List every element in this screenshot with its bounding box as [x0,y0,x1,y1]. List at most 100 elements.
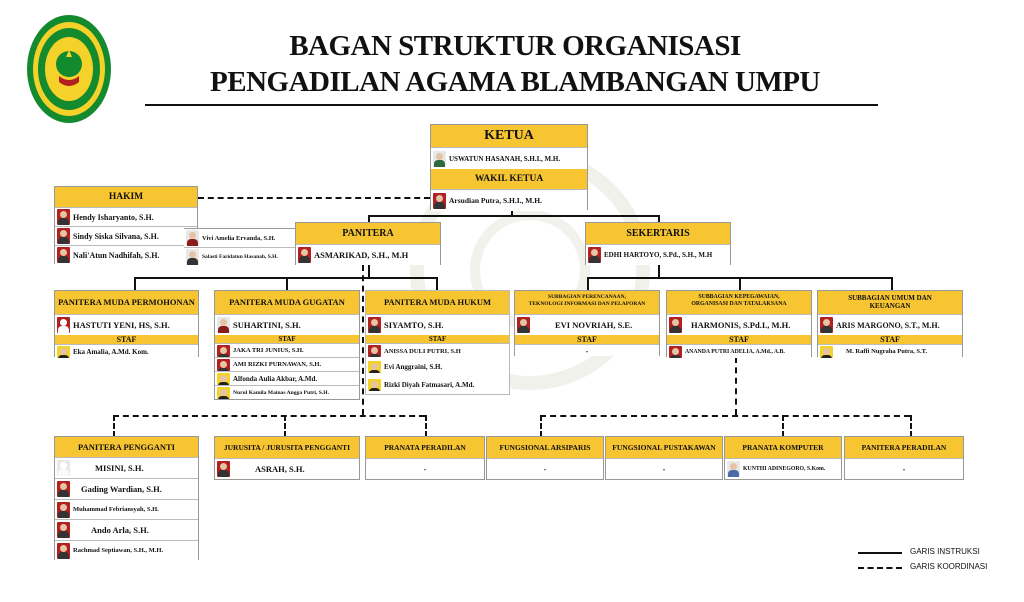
photo-pp-1 [57,460,70,476]
photo-pm-hukum [368,317,381,333]
pm-gugatan-title: PANITERA MUDA GUGATAN [215,291,359,314]
panitera-peradilan-title: PANITERA PERADILAN [845,437,963,458]
line-to-komputer [782,415,784,437]
line-pm-bus [134,277,436,279]
wakil-title: WAKIL KETUA [431,169,587,189]
pp-name-1: MISINI, S.H. [95,463,144,473]
panitera-row: ASMARIKAD, S.H., M.H [296,244,440,265]
photo-wakil [433,192,446,209]
photo-staff [217,386,230,399]
pm-hukum-name: SIYAMTO, S.H. [384,320,444,330]
panitera-box: PANITERA ASMARIKAD, S.H., M.H [295,222,441,265]
legend-dashed-line [858,567,902,569]
pranata-peradilan-title: PRANATA PERADILAN [366,437,484,458]
hakim-row: Nali'Atun Nadhifah, S.H. [55,245,197,264]
panitera-peradilan-row: - [845,458,963,479]
pp-name-2: Gading Wardian, S.H. [81,484,162,494]
line-lower-left-bus [113,415,425,417]
arsiparis-name: - [543,464,547,474]
legend-instruksi: GARIS INSTRUKSI [910,547,980,556]
sub-ptip-name: EVI NOVRIAH, S.E. [555,320,633,330]
jurusita-name: ASRAH, S.H. [255,464,305,474]
photo-pp-4 [57,522,70,538]
hakim-row: Vivi Amelia Ervanda, S.H. [184,229,296,247]
title-underline [145,104,878,106]
sekretaris-title: SEKERTARIS [586,223,730,244]
panitera-title: PANITERA [296,223,440,244]
sub-kepeg-title-line-2: ORGANISASI DAN TATALAKSANA [691,301,787,307]
sub-ptip-title: SUBBAGIAN PERENCANAAN, TEKNOLOGI INFORMA… [515,291,659,314]
photo-pm-permohonan [57,317,70,333]
line-ketua-down [511,210,513,216]
line-lower-right-bus [540,415,910,417]
photo-staff [368,345,381,357]
pp-row: Gading Wardian, S.H. [55,478,198,499]
photo-staff [217,358,230,371]
sub-kepeg-name: HARMONIS, S.Pd.I., M.H. [691,320,791,330]
pustakawan-row: - [606,458,722,479]
photo-pm-gugatan [217,317,230,333]
line-to-sub-kepeg [739,277,741,290]
photo-staff [217,372,230,385]
arsiparis-row: - [487,458,603,479]
line-sub-coord [735,357,737,415]
ketua-name: USWATUN HASANAH, S.H.I., M.H. [449,154,561,163]
staff-name: - [585,345,589,356]
staff-name: JAKA TRI JUNIUS, S.H. [233,347,304,354]
sub-umum-name: ARIS MARGONO, S.T., M.H. [836,320,940,330]
staf-label: STAF [215,335,359,343]
staff-name: Nurul Kamila Mainas Angga Putri, S.H. [233,389,330,396]
staff-row: AMI RIZKI PURNAWAN, S.H. [215,357,359,371]
hakim-name-2: Sindy Siska Silvana, S.H. [73,231,159,241]
pranata-peradilan-name: - [423,464,427,474]
staff-name: ANANDA PUTRI ADELIA, A.Md., A.B. [685,348,785,355]
line-to-sekretaris [658,215,660,223]
pp-title: PANITERA PENGGANTI [55,437,198,457]
wakil-row: Arsudian Putra, S.H.I., M.H. [431,189,587,211]
sub-ptip-title-line-2: TEKNOLOGI INFORMASI DAN PELAPORAN [528,301,646,307]
pp-name-4: Ando Arla, S.H. [91,525,149,535]
ketua-box: KETUA USWATUN HASANAH, S.H.I., M.H. WAKI… [430,124,588,211]
pm-hukum-box: PANITERA MUDA HUKUM SIYAMTO, S.H. STAF A… [365,290,510,395]
sub-umum-title: SUBBAGIAN UMUM DAN KEUANGAN [818,291,962,314]
arsiparis-title: FUNGSIONAL ARSIPARIS [487,437,603,458]
staff-row: JAKA TRI JUNIUS, S.H. [215,343,359,357]
line-to-pm-gugatan [286,277,288,290]
sub-ptip-box: SUBBAGIAN PERENCANAAN, TEKNOLOGI INFORMA… [514,290,660,356]
line-to-panitera [368,215,370,223]
staff-name: Evi Anggraini, S.H. [384,363,443,371]
line-panitera-sekretaris [368,215,658,217]
line-to-pm-permohonan [134,277,136,290]
photo-sekretaris [588,247,601,263]
line-panitera-coord [362,265,364,415]
staff-row: Rizki Diyah Fatmasari, A.Md. [366,376,509,393]
komputer-box: PRANATA KOMPUTER KUNTHI ADINEGORO, S.Kom… [724,436,842,480]
pp-name-5: Rachmad Septiawan, S.H., M.H. [73,547,164,554]
legend-solid-line [858,552,902,554]
pustakawan-box: FUNGSIONAL PUSTAKAWAN - [605,436,723,480]
sub-kepeg-box: SUBBAGIAN KEPEGAWAIAN, ORGANISASI DAN TA… [666,290,812,358]
staff-name: Alfonda Aulia Akbar, A.Md. [233,374,318,383]
pustakawan-title: FUNGSIONAL PUSTAKAWAN [606,437,722,458]
komputer-row: KUNTHI ADINEGORO, S.Kom. [725,458,841,479]
pm-gugatan-row: SUHARTINI, S.H. [215,314,359,335]
staf-label: STAF [515,335,659,344]
panitera-peradilan-name: - [902,464,906,474]
hakim-name-1: Hendy Isharyanto, S.H. [73,212,154,222]
panitera-peradilan-box: PANITERA PERADILAN - [844,436,964,480]
sub-ptip-title-line-1: SUBBAGIAN PERENCANAAN, [548,294,626,300]
panitera-name: ASMARIKAD, S.H., M.H [314,250,409,260]
photo-staff [368,378,381,391]
photo-hakim-2 [57,228,70,244]
photo-sub-umum [820,317,833,333]
photo-staff [669,345,682,358]
photo-hakim-5 [186,248,199,265]
line-to-pranata-peradilan [425,415,427,437]
sub-umum-box: SUBBAGIAN UMUM DAN KEUANGAN ARIS MARGONO… [817,290,963,358]
pm-permohonan-row: HASTUTI YENI, HS, S.H. [55,314,198,335]
pm-permohonan-name: HASTUTI YENI, HS, S.H. [73,320,170,330]
komputer-title: PRANATA KOMPUTER [725,437,841,458]
pm-permohonan-box: PANITERA MUDA PERMOHONAN HASTUTI YENI, H… [54,290,199,358]
pm-permohonan-title: PANITERA MUDA PERMOHONAN [55,291,198,314]
pp-box: PANITERA PENGGANTI MISINI, S.H. Gading W… [54,436,199,560]
